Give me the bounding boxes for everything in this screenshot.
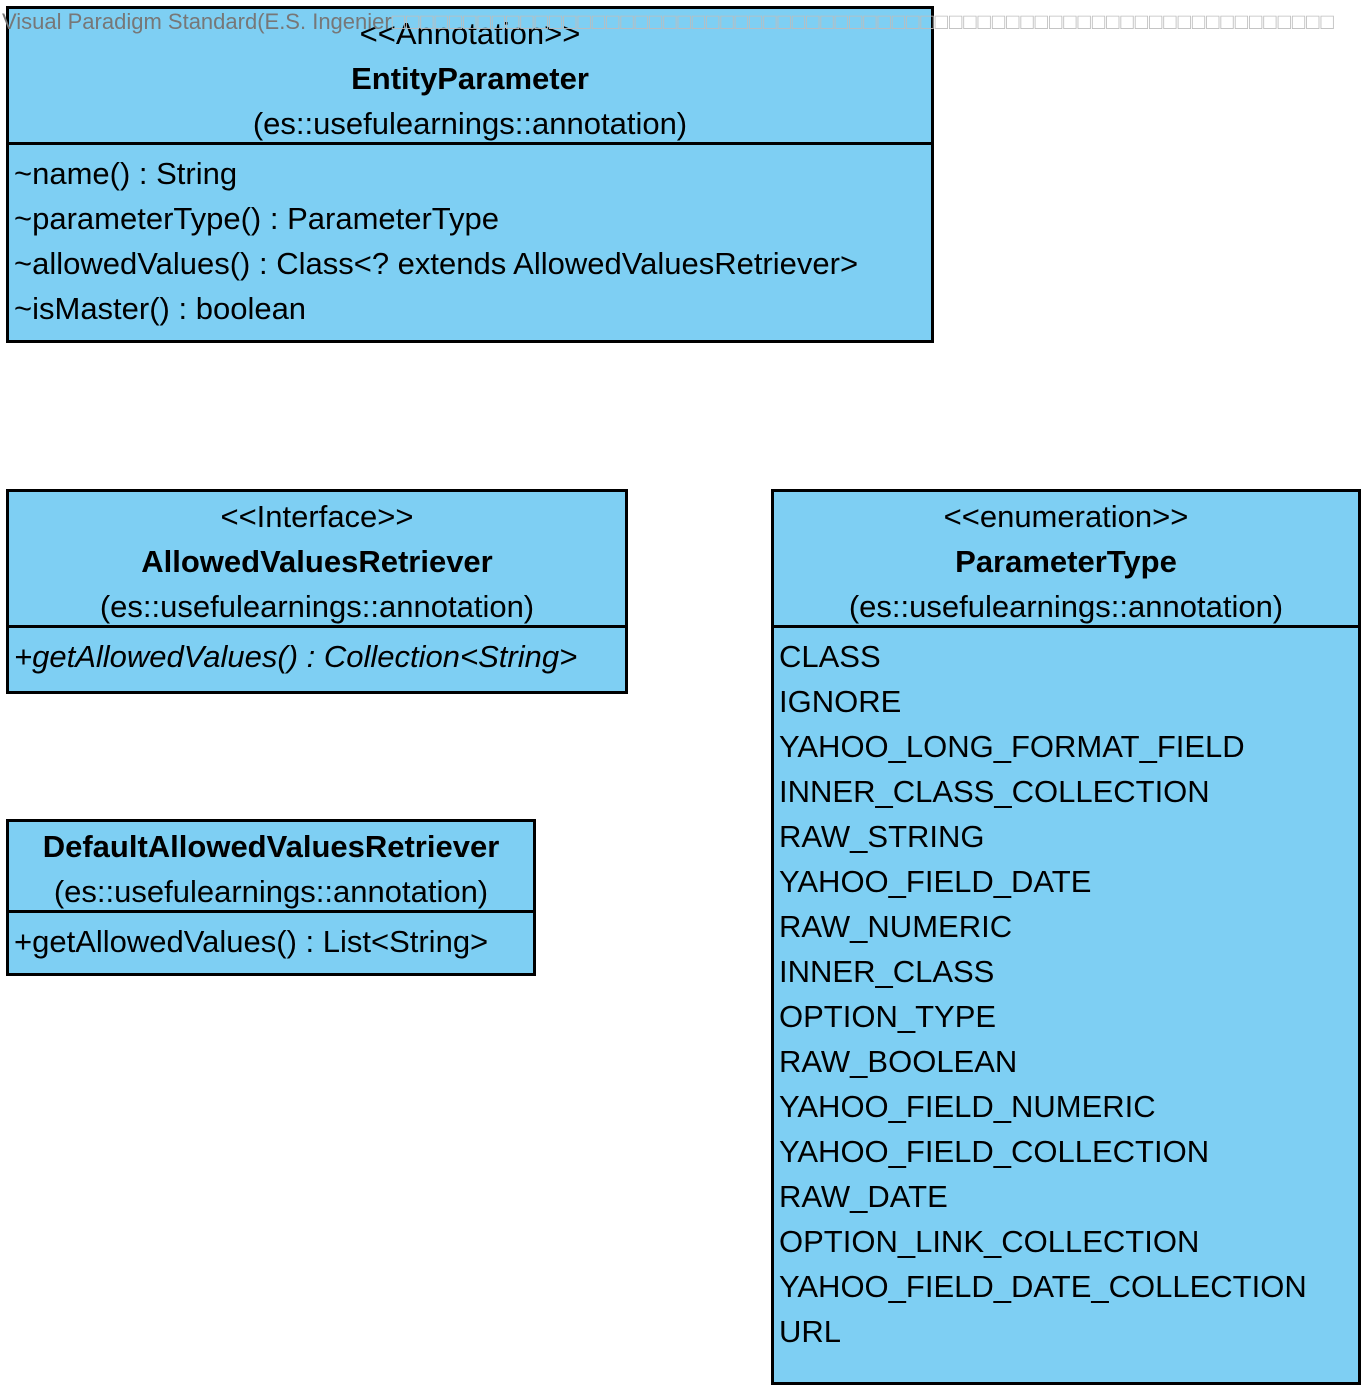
class-allowed-values-retriever[interactable]: <<Interface>> AllowedValuesRetriever (es… xyxy=(6,489,628,694)
enum-literal: RAW_DATE xyxy=(779,1179,948,1214)
enum-literal: OPTION_TYPE xyxy=(779,999,997,1034)
class-stereotype: <<Annotation>> xyxy=(359,16,581,51)
operation: ~isMaster() : boolean xyxy=(14,291,307,326)
operation: +getAllowedValues() : Collection<String> xyxy=(14,639,578,674)
enum-literal: RAW_BOOLEAN xyxy=(779,1044,1018,1079)
watermark-boxes: □□□□□□□□□□□□□□□□□□□□□□□□□□□□□□□□□□□□□□□□… xyxy=(391,9,1335,34)
enum-literal: RAW_NUMERIC xyxy=(779,909,1013,944)
class-header: <<Annotation>> EntityParameter (es::usef… xyxy=(9,9,931,145)
watermark: Visual Paradigm Standard(E.S. Ingenier□□… xyxy=(2,8,1371,36)
class-header: <<enumeration>> ParameterType (es::usefu… xyxy=(774,492,1358,628)
enum-literal: INNER_CLASS_COLLECTION xyxy=(779,774,1210,809)
enum-literal: INNER_CLASS xyxy=(779,954,995,989)
operation: +getAllowedValues() : List<String> xyxy=(14,924,489,959)
enum-literal: OPTION_LINK_COLLECTION xyxy=(779,1224,1200,1259)
enum-literal: YAHOO_FIELD_COLLECTION xyxy=(779,1134,1210,1169)
class-package: (es::usefulearnings::annotation) xyxy=(99,589,535,624)
operation: ~parameterType() : ParameterType xyxy=(14,201,500,236)
class-name: AllowedValuesRetriever xyxy=(141,544,493,579)
operations-compartment: +getAllowedValues() : Collection<String> xyxy=(9,628,625,679)
class-name: DefaultAllowedValuesRetriever xyxy=(42,829,500,864)
enum-literal: YAHOO_LONG_FORMAT_FIELD xyxy=(779,729,1245,764)
class-default-allowed-values-retriever[interactable]: DefaultAllowedValuesRetriever (es::usefu… xyxy=(6,819,536,976)
class-package: (es::usefulearnings::annotation) xyxy=(53,874,489,909)
watermark-text: Visual Paradigm Standard(E.S. Ingenier xyxy=(2,9,392,34)
class-package: (es::usefulearnings::annotation) xyxy=(848,589,1284,624)
literals-compartment: CLASS IGNORE YAHOO_LONG_FORMAT_FIELD INN… xyxy=(774,628,1358,1354)
class-stereotype: <<enumeration>> xyxy=(943,499,1189,534)
class-header: <<Interface>> AllowedValuesRetriever (es… xyxy=(9,492,625,628)
enum-literal: IGNORE xyxy=(779,684,902,719)
class-name: ParameterType xyxy=(955,544,1177,579)
enum-parameter-type[interactable]: <<enumeration>> ParameterType (es::usefu… xyxy=(771,489,1361,1385)
class-name: EntityParameter xyxy=(351,61,589,96)
enum-literal: RAW_STRING xyxy=(779,819,985,854)
class-package: (es::usefulearnings::annotation) xyxy=(252,106,688,141)
enum-literal: YAHOO_FIELD_NUMERIC xyxy=(779,1089,1156,1124)
enum-literal: YAHOO_FIELD_DATE xyxy=(779,864,1092,899)
operation: ~allowedValues() : Class<? extends Allow… xyxy=(14,246,859,281)
enum-literal: CLASS xyxy=(779,639,881,674)
class-entity-parameter[interactable]: <<Annotation>> EntityParameter (es::usef… xyxy=(6,6,934,343)
class-header: DefaultAllowedValuesRetriever (es::usefu… xyxy=(9,822,533,913)
class-stereotype: <<Interface>> xyxy=(220,499,414,534)
operations-compartment: ~name() : String ~parameterType() : Para… xyxy=(9,145,931,331)
enum-literal: YAHOO_FIELD_DATE_COLLECTION xyxy=(779,1269,1307,1304)
operations-compartment: +getAllowedValues() : List<String> xyxy=(9,913,533,964)
operation: ~name() : String xyxy=(14,156,238,191)
enum-literal: URL xyxy=(779,1314,842,1349)
